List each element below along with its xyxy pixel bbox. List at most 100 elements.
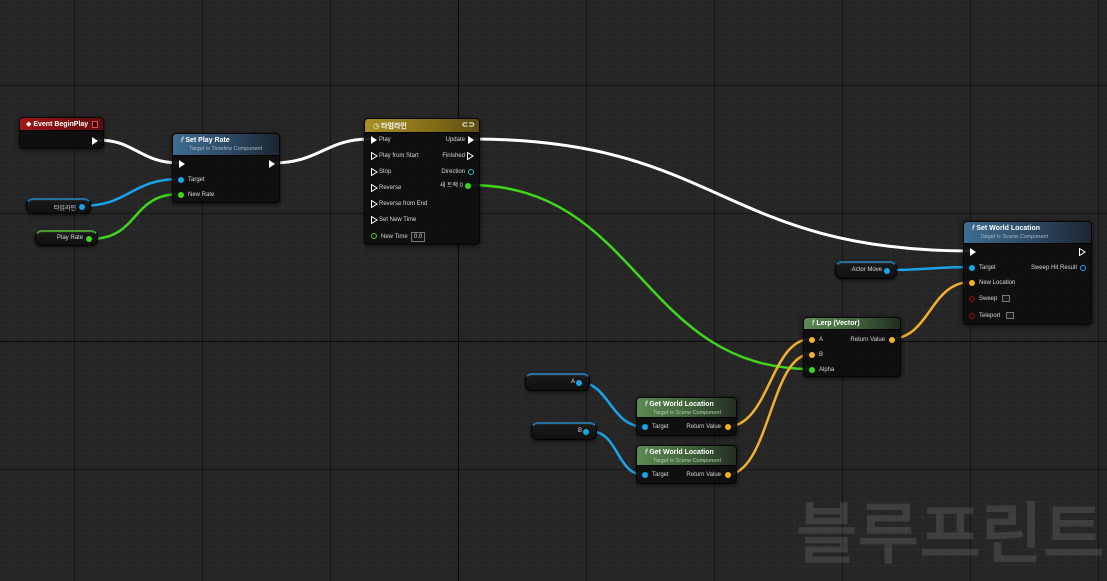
vector-wire-getloc2-to-b (724, 352, 813, 477)
set-play-rate-title: Set Play Rate (185, 137, 230, 144)
set-play-rate-subtitle: Target is Timeline Component (189, 146, 263, 152)
set-world-location-teleport-checkbox[interactable] (1006, 312, 1014, 319)
event-begin-play-exec-out-pin[interactable] (92, 137, 98, 145)
timeline-set-new-time-label: Set New Time (379, 217, 417, 223)
actor-move-variable-node[interactable]: Actor Move (835, 261, 897, 279)
timeline-new-time-label: New Time (381, 234, 408, 240)
get-world-location-2-title: Get World Location (649, 449, 714, 456)
lerp-return-value-pin[interactable] (889, 337, 895, 343)
a-variable-label: A (570, 379, 575, 385)
play-rate-variable-out-pin[interactable] (86, 236, 92, 242)
lerp-a-label: A (819, 337, 824, 343)
get-world-location-1-target-label: Target (652, 424, 669, 430)
timeline-reverse-from-end-label: Reverse from End (379, 201, 428, 207)
lerp-b-pin[interactable] (809, 352, 815, 358)
timeline-new-time-pin[interactable] (371, 233, 377, 239)
set-world-location-teleport-pin[interactable] (969, 313, 975, 319)
timeline-track0-pin[interactable] (465, 183, 471, 189)
b-variable-node[interactable]: B (531, 422, 597, 440)
set-play-rate-new-rate-pin[interactable] (178, 192, 184, 198)
get-world-location-1-title: Get World Location (649, 401, 714, 408)
set-world-location-sweep-label: Sweep (979, 296, 998, 302)
timeline-new-time-field[interactable]: 0.0 (411, 232, 426, 242)
timeline-update-label: Update (445, 137, 465, 143)
timeline-play-from-start-pin[interactable] (371, 152, 378, 160)
set-world-location-new-location-pin[interactable] (969, 280, 975, 286)
timeline-update-pin[interactable] (468, 136, 474, 144)
event-begin-play-title: Event BeginPlay (33, 121, 89, 128)
set-world-location-sweep-hit-result-label: Sweep Hit Result (1030, 265, 1077, 271)
lerp-a-pin[interactable] (809, 337, 815, 343)
get-world-location-2-return-label: Return Value (686, 472, 721, 478)
set-world-location-exec-in-pin[interactable] (970, 248, 976, 256)
clock-icon: ◷ (373, 123, 380, 130)
event-delegate-pin[interactable] (92, 121, 98, 128)
timeline-direction-label: Direction (441, 169, 465, 175)
vector-wire-lerp-to-newlocation (888, 280, 973, 341)
exec-wire-beginplay-to-setplayrate (96, 138, 182, 165)
timeline-direction-pin[interactable] (468, 169, 474, 175)
get-world-location-1-return-label: Return Value (686, 424, 721, 430)
get-world-location-2-return-pin[interactable] (725, 472, 731, 478)
set-world-location-target-pin[interactable] (969, 265, 975, 271)
set-play-rate-exec-out-pin[interactable] (269, 160, 275, 168)
set-world-location-teleport-label: Teleport (979, 313, 1001, 319)
timeline-variable-out-pin[interactable] (79, 204, 85, 210)
exec-wire-setplayrate-to-timeline (270, 137, 372, 165)
timeline-track0-label: 새 트랙 0 (439, 183, 463, 189)
b-variable-out-pin[interactable] (583, 429, 589, 435)
timeline-variable-node[interactable]: 타임라인 (26, 198, 91, 214)
event-begin-play-node[interactable]: ◆ Event BeginPlay (19, 117, 104, 149)
get-world-location-1-return-pin[interactable] (725, 424, 731, 430)
get-world-location-2-target-label: Target (652, 472, 669, 478)
lerp-alpha-pin[interactable] (809, 367, 815, 373)
timeline-node[interactable]: ◷ 타임라인 ⊂⊃ Play Play from Start Stop Reve… (364, 118, 480, 245)
play-rate-variable-node[interactable]: Play Rate (35, 230, 98, 246)
timeline-set-new-time-pin[interactable] (371, 216, 378, 224)
graph-origin-horizontal-axis (0, 341, 1107, 342)
a-variable-node[interactable]: A (525, 373, 590, 391)
set-world-location-sweep-hit-result-pin[interactable] (1080, 265, 1086, 271)
blueprint-watermark: 블루프린트 (796, 496, 1105, 573)
float-wire-playrate-to-newrate (88, 192, 182, 241)
timeline-reverse-from-end-pin[interactable] (371, 200, 378, 208)
set-world-location-sweep-checkbox[interactable] (1002, 295, 1010, 302)
timeline-header: ◷ 타임라인 ⊂⊃ (365, 119, 479, 133)
actor-move-variable-out-pin[interactable] (884, 268, 890, 274)
timeline-reverse-pin[interactable] (371, 184, 378, 192)
set-world-location-new-location-label: New Location (979, 280, 1016, 286)
function-icon: f (812, 320, 815, 327)
set-play-rate-target-pin[interactable] (178, 177, 184, 183)
a-variable-out-pin[interactable] (576, 380, 582, 386)
vector-wire-getloc1-to-a (724, 337, 813, 429)
timeline-stop-pin[interactable] (371, 168, 378, 176)
timeline-finished-pin[interactable] (467, 152, 474, 160)
set-world-location-sweep-pin[interactable] (969, 296, 975, 302)
function-icon: f (645, 401, 648, 408)
function-icon: f (645, 449, 648, 456)
get-world-location-2-subtitle: Target is Scene Component (653, 458, 721, 464)
get-world-location-2-target-pin[interactable] (642, 472, 648, 478)
exec-wire-update-to-setworldlocation (470, 137, 973, 253)
timeline-play-pin[interactable] (371, 136, 377, 144)
lerp-b-label: B (819, 352, 824, 358)
event-begin-play-header: ◆ Event BeginPlay (20, 118, 103, 131)
timeline-title: 타임라인 (381, 123, 407, 130)
timeline-play-label: Play (379, 137, 391, 143)
get-world-location-1-target-pin[interactable] (642, 424, 648, 430)
object-wire-timeline-var-to-target (79, 177, 182, 208)
set-world-location-exec-out-pin[interactable] (1079, 248, 1086, 256)
set-world-location-target-label: Target (979, 265, 996, 271)
timeline-variable-label: 타임라인 (53, 206, 76, 212)
timeline-stop-label: Stop (379, 169, 392, 175)
object-wire-actormove-to-target (886, 265, 973, 272)
set-play-rate-exec-in-pin[interactable] (179, 160, 185, 168)
lerp-vector-title: Lerp (Vector) (816, 320, 860, 327)
